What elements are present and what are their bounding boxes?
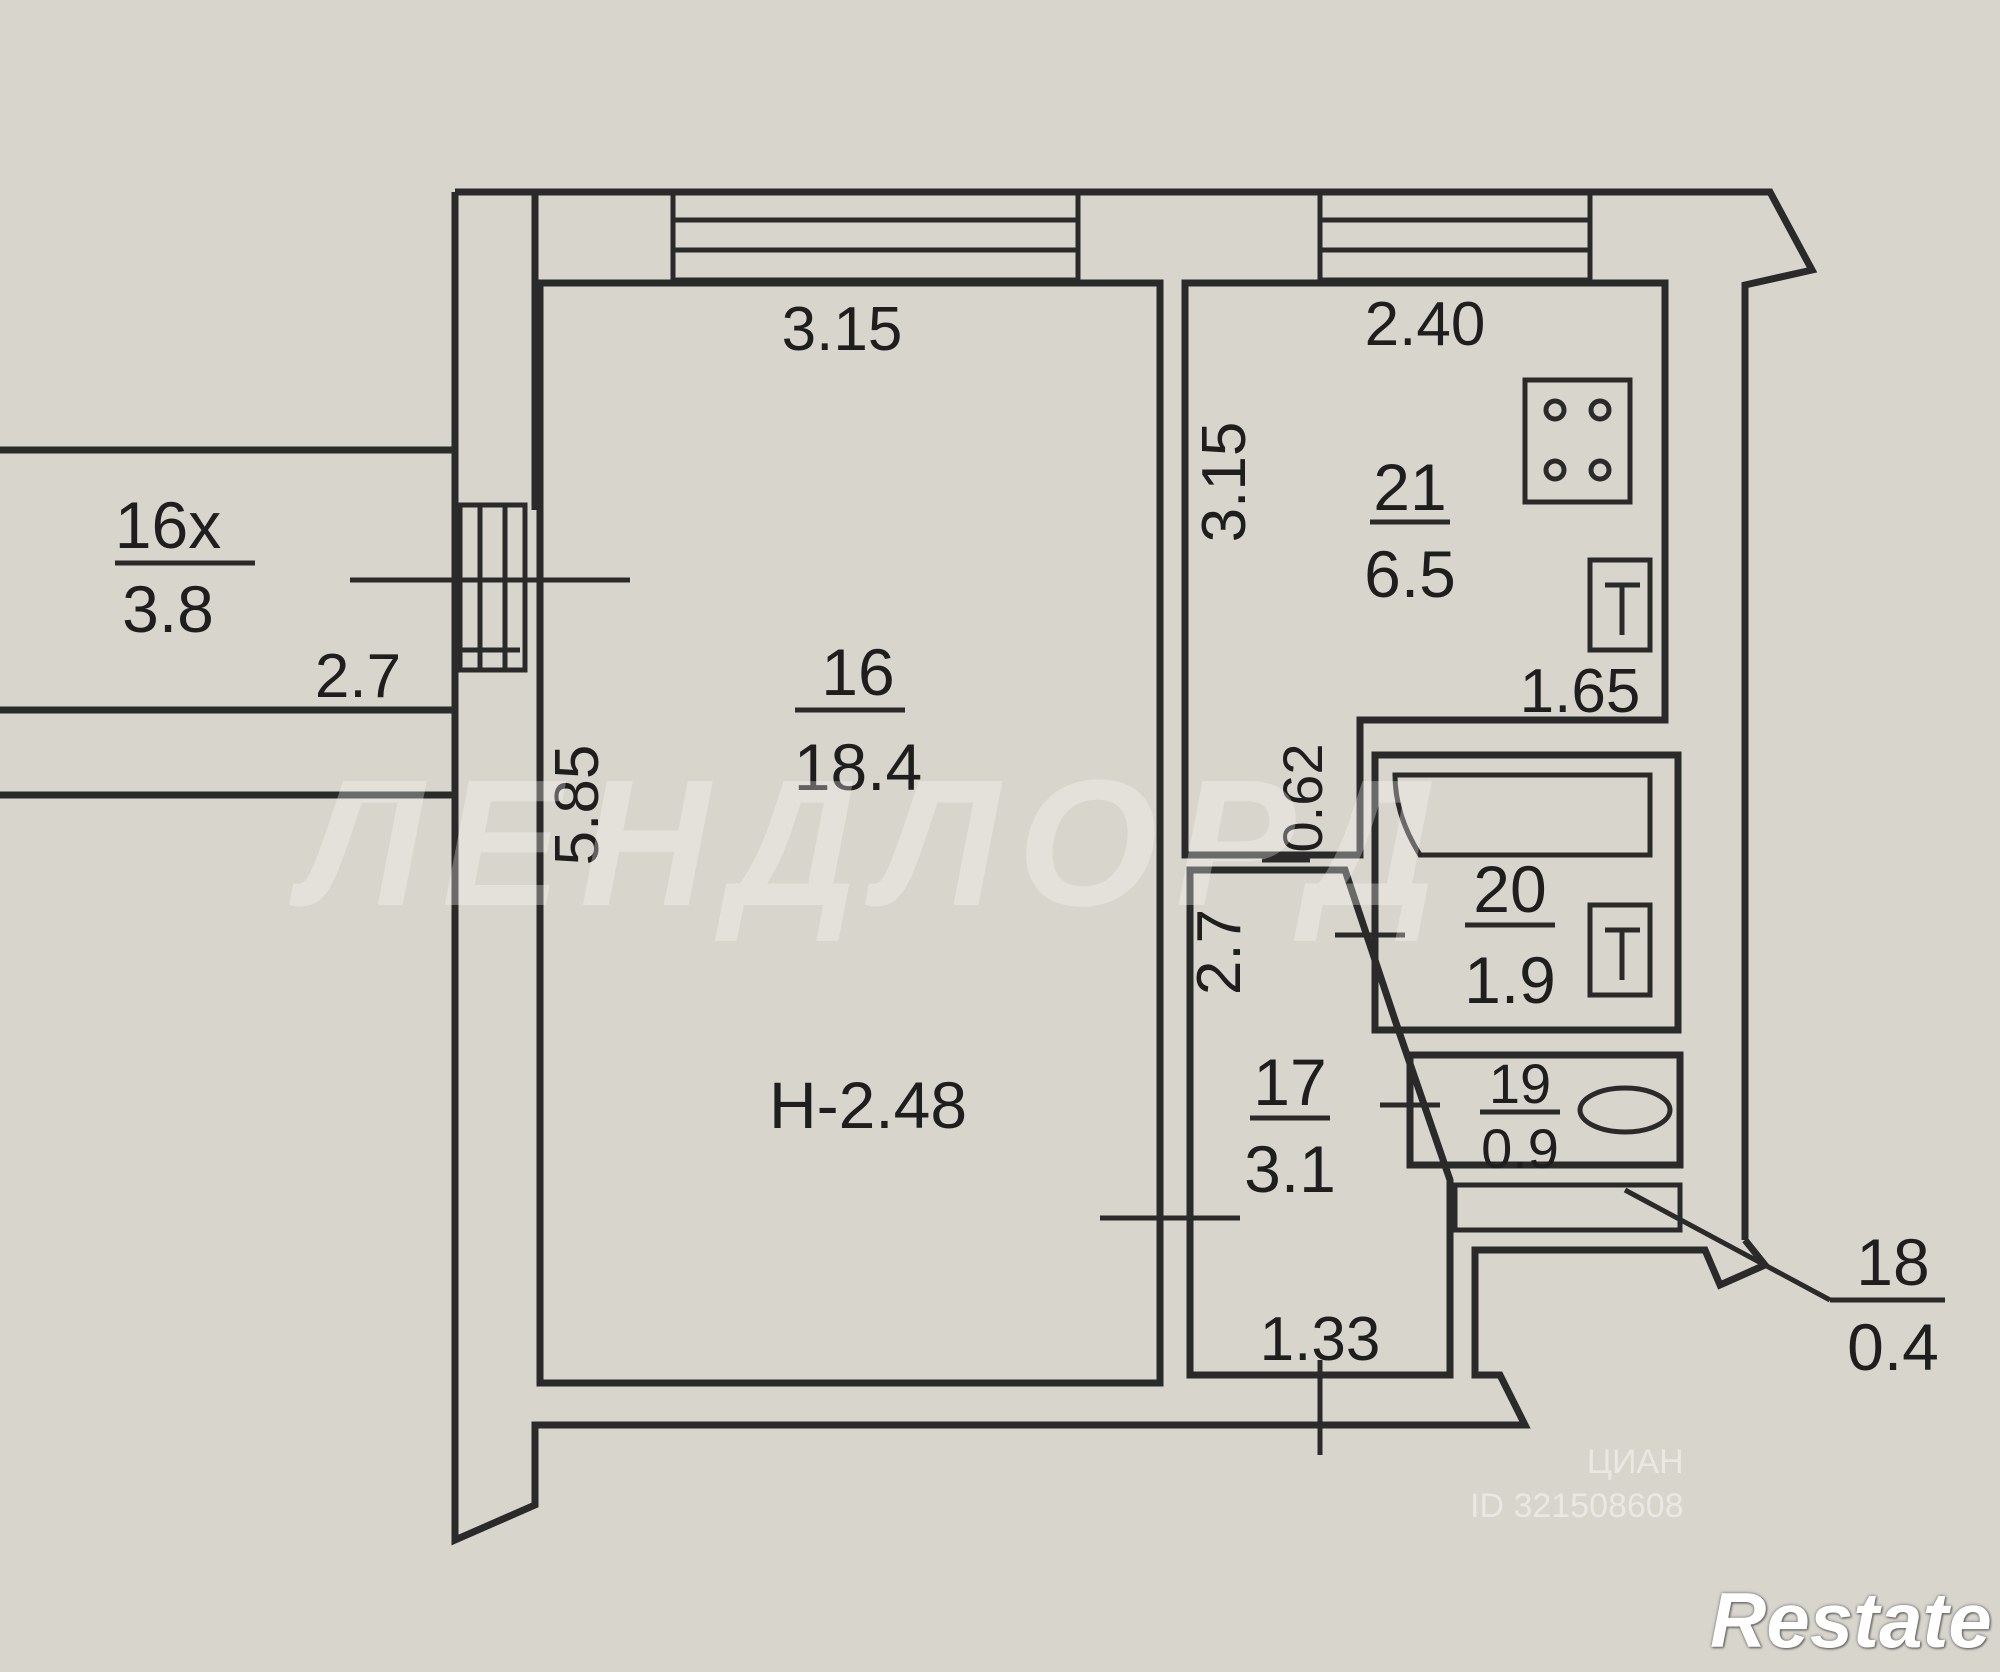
stove [1522,377,1633,505]
label-room-18: 18 0.4 [1847,1225,1939,1384]
svg-text:3.1: 3.1 [1244,1132,1336,1206]
stamp-id: ID 321508608 [1470,1487,1684,1525]
ceiling-height: Н-2.48 [769,1068,967,1142]
label-room-21: 21 6.5 [1364,450,1456,611]
svg-text:0.4: 0.4 [1847,1310,1939,1384]
room-17-outline [1186,866,1454,1379]
label-room-16: 16 18.4 [794,635,922,804]
watermark: ЛЕНДЛОРД [300,743,1455,944]
svg-text:6.5: 6.5 [1364,537,1456,611]
svg-text:1.9: 1.9 [1464,943,1556,1017]
svg-text:16х: 16х [115,488,221,562]
restate-logo: Restate [1710,1576,1992,1664]
label-room-19: 19 0.9 [1480,1052,1560,1180]
label-room-16x: 16х 3.8 [115,488,255,646]
room-20-outline [1371,751,1682,1034]
dim-kitchen-lower: 1.65 [1520,657,1641,726]
room-21-outline [1181,279,1669,859]
toilet [1577,1085,1673,1135]
listing-stamp: ЦИАН ID 321508608 [1470,1440,1684,1528]
dim-kitchen-length: 3.15 [1190,422,1259,543]
label-room-17: 17 3.1 [1244,1045,1336,1206]
svg-text:17: 17 [1253,1045,1326,1119]
bath-sink [1587,902,1653,998]
dim-hall-width: 1.33 [1260,1305,1381,1374]
svg-text:19: 19 [1489,1052,1551,1115]
svg-text:21: 21 [1373,450,1446,524]
dim-room16-width: 3.15 [782,295,903,364]
dim-balcony-length: 2.7 [315,642,401,711]
label-room-20: 20 1.9 [1464,852,1556,1017]
dim-room16-length: 5.85 [543,745,612,866]
room-16-outline [536,279,1164,1387]
bathtub [1392,772,1653,858]
svg-text:18.4: 18.4 [794,730,922,804]
stamp-source: ЦИАН [1586,1443,1684,1481]
svg-text:16: 16 [821,635,894,709]
dim-corridor-neck: 0.62 [1271,744,1334,853]
svg-text:18: 18 [1856,1225,1929,1299]
kitchen-sink [1587,557,1653,653]
room-18-outline [1452,1182,1683,1233]
dim-kitchen-width: 2.40 [1365,290,1486,359]
svg-text:0.9: 0.9 [1481,1117,1559,1180]
dim-hall-length: 2.7 [1185,909,1254,995]
room-19-outline [1406,1051,1684,1169]
svg-text:3.8: 3.8 [122,572,214,646]
door-markers [350,577,1945,1455]
svg-text:20: 20 [1473,852,1546,926]
